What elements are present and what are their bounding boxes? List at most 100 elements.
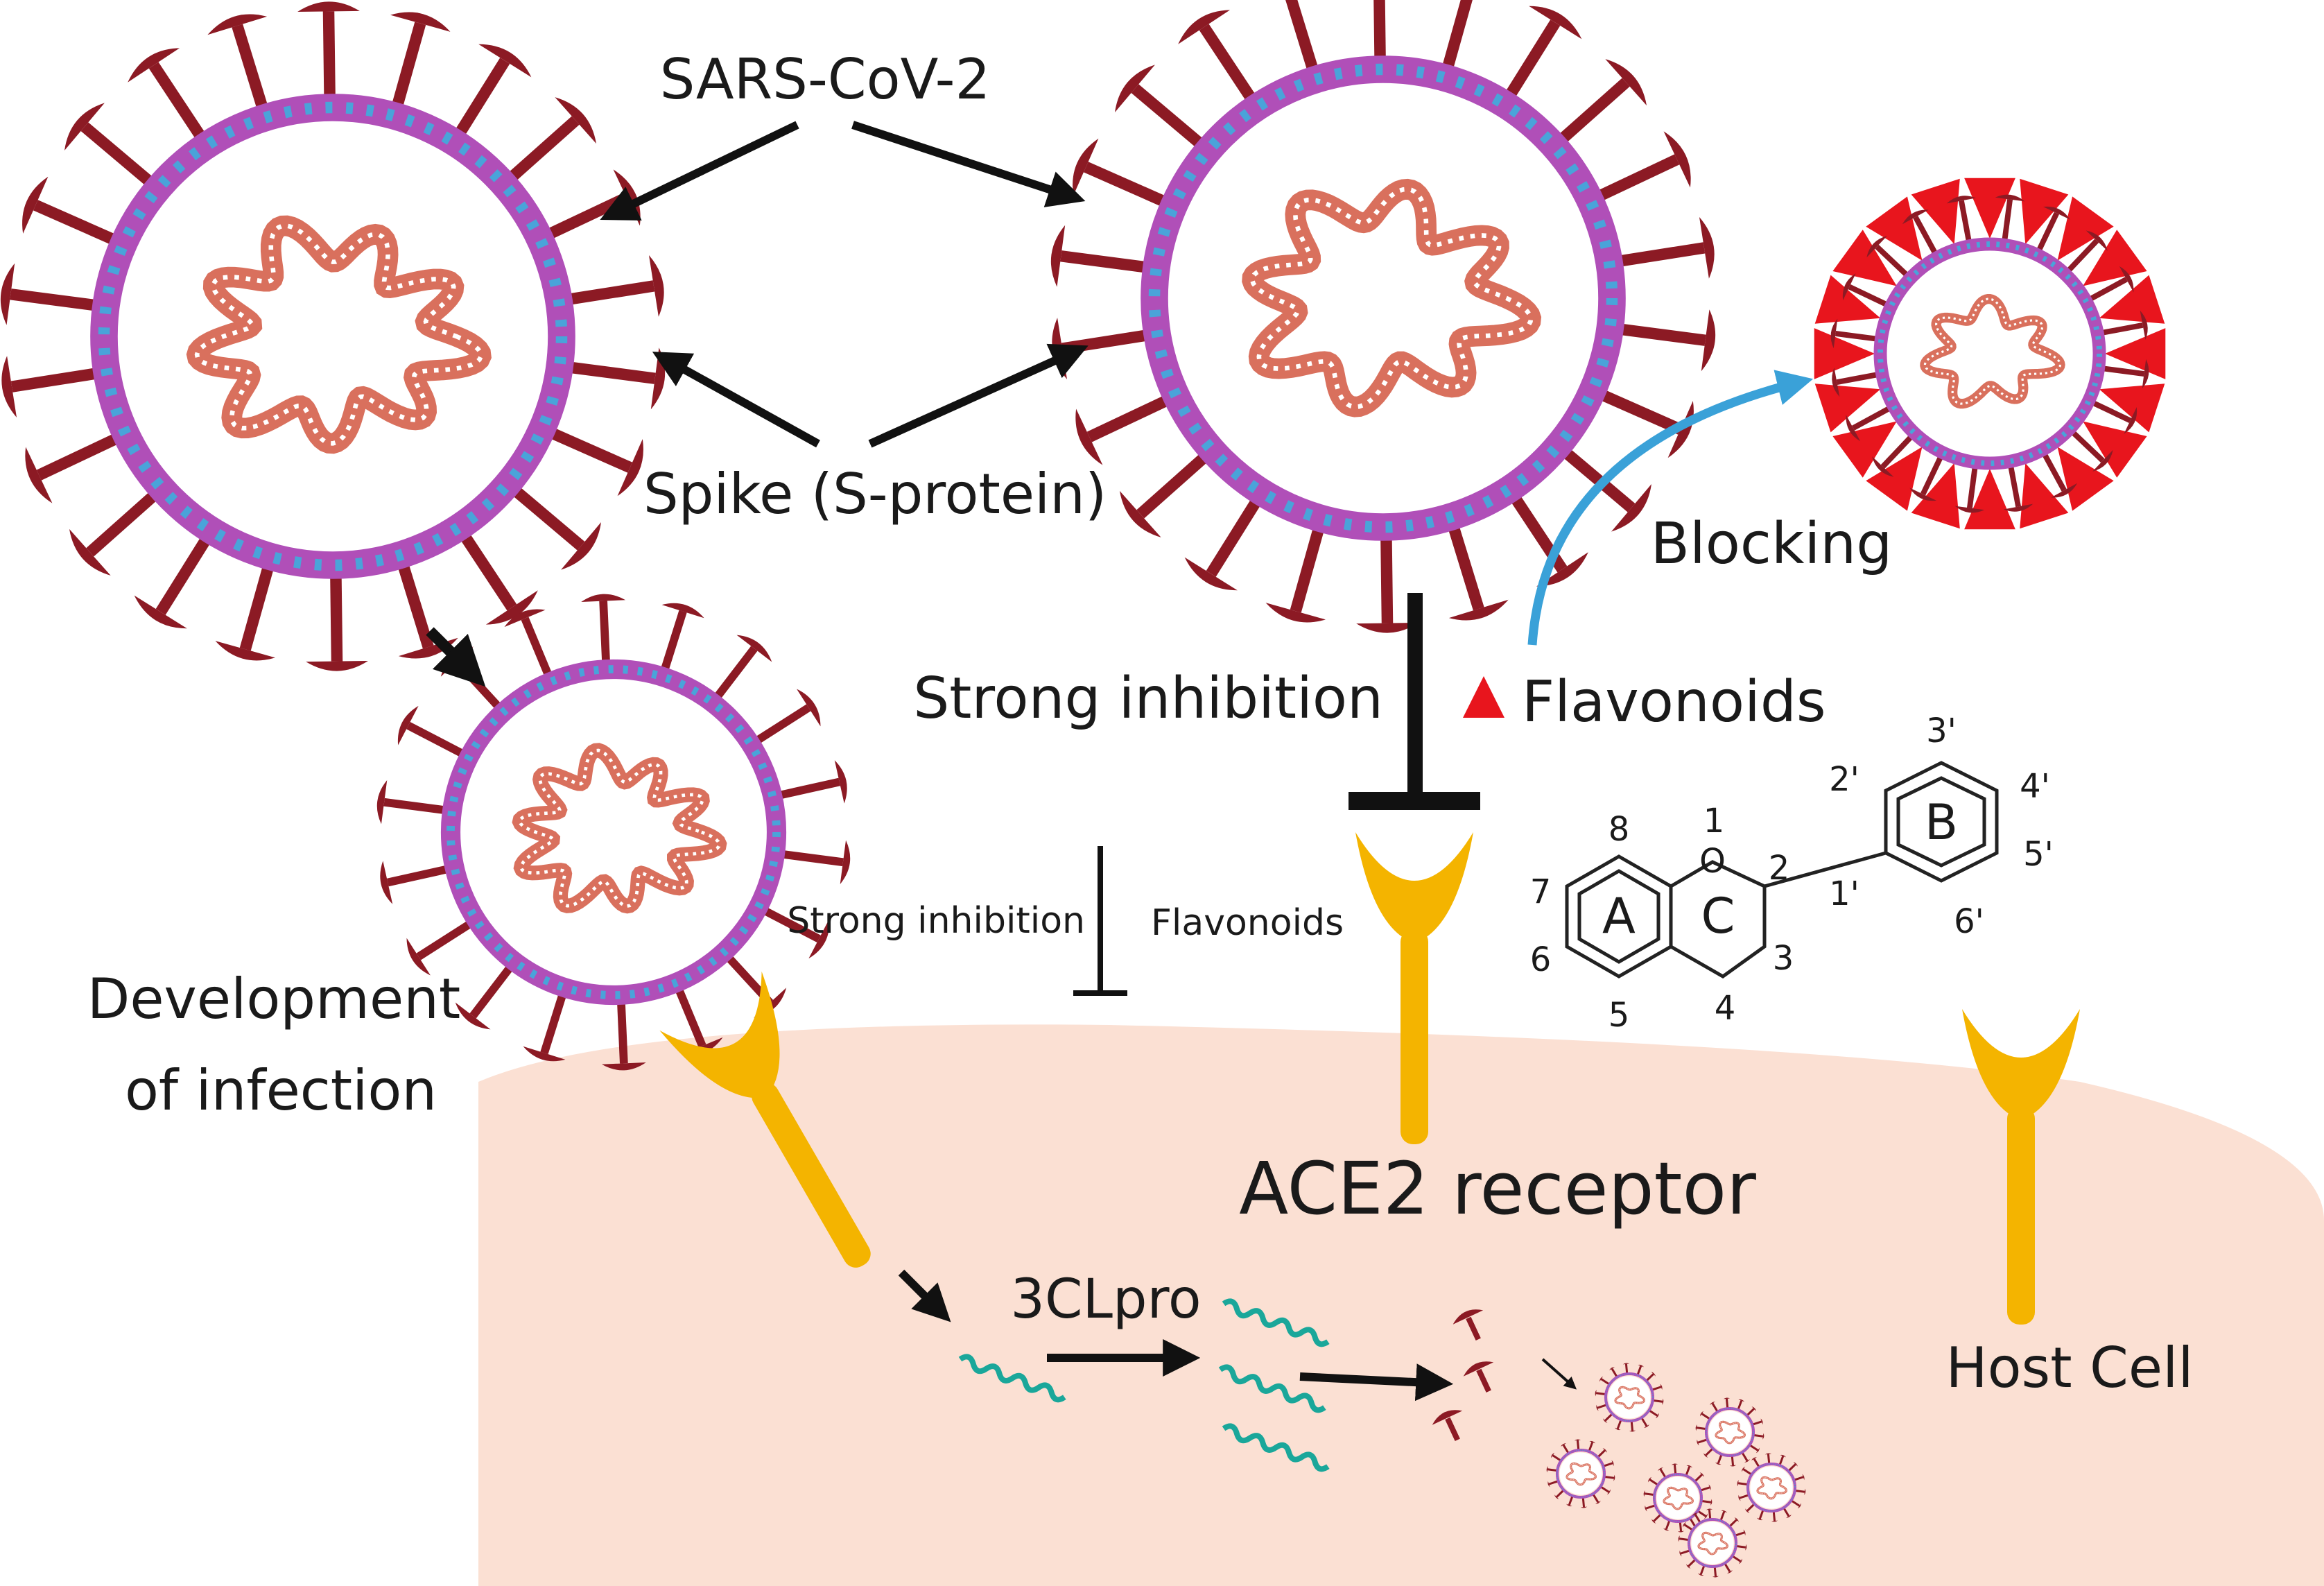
spike-protein: [1556, 1489, 1565, 1498]
spike-head: [1804, 1488, 1806, 1495]
spike-head: [1715, 1462, 1722, 1465]
spike-head: [1638, 1364, 1645, 1368]
spike-protein: [1794, 1489, 1805, 1493]
spike-head: [661, 603, 704, 619]
spike-protein: [155, 527, 217, 615]
spike-protein: [774, 849, 844, 867]
spike-head: [834, 760, 847, 804]
spike-head: [1695, 1424, 1697, 1431]
spike-head: [1706, 1508, 1713, 1510]
spike-protein: [1548, 1480, 1559, 1485]
spike-protein: [1061, 327, 1159, 354]
spike-head: [1756, 1517, 1763, 1521]
spike-head: [1679, 1550, 1682, 1557]
arrow-entry-to-rna: [898, 1269, 951, 1322]
flavonoid-triangle: [2083, 230, 2147, 286]
spike-protein: [1290, 517, 1328, 613]
flavonoid-triangle: [2020, 178, 2069, 245]
spike-head: [1755, 1447, 1760, 1454]
spike-head: [1729, 1465, 1737, 1467]
spike-head: [1712, 1576, 1719, 1578]
position-5prime: 5': [2023, 835, 2054, 874]
spike-protein: [1597, 1449, 1606, 1458]
envelope-proteins: [1148, 63, 1618, 533]
label-strong-inhibition-small: Strong inhibition: [787, 900, 1085, 942]
virus-interior: [1750, 1466, 1793, 1509]
virus-infecting: [376, 594, 851, 1071]
virus-large-right: [1050, 0, 1716, 633]
spike-protein: [449, 58, 510, 146]
spike-protein: [1731, 1555, 1742, 1562]
arrow-sars-to-left-virus: [600, 121, 799, 221]
spike-protein: [416, 916, 479, 960]
spike-head: [1737, 1480, 1739, 1487]
spike-protein: [1380, 526, 1394, 623]
spike-protein: [1083, 162, 1177, 212]
spike-protein: [1742, 1468, 1753, 1476]
spike-head: [1697, 1573, 1704, 1576]
spike-head: [1075, 408, 1103, 465]
position-3: 3: [1773, 939, 1794, 978]
spike-head: [1699, 1472, 1704, 1477]
ring-b-label: B: [1925, 794, 1958, 851]
spike-head: [1115, 64, 1155, 112]
spike-head: [1692, 1512, 1699, 1517]
spike-head: [455, 1002, 491, 1030]
spike-protein: [1576, 1440, 1580, 1451]
virus-interior: [1656, 1476, 1699, 1519]
envelope-proteins: [98, 101, 568, 571]
spike-protein: [2087, 398, 2132, 423]
spike-head: [1742, 1466, 1746, 1472]
receptor-cup: [1962, 1009, 2080, 1120]
rna-fragment: [1222, 1423, 1330, 1472]
spike-head: [297, 1, 360, 12]
spike-head: [134, 595, 187, 629]
spike-protein: [1592, 1493, 1599, 1503]
spike-protein: [1604, 1413, 1613, 1422]
spike-head: [1751, 1457, 1758, 1461]
spike-protein: [33, 200, 126, 250]
spike-protein: [2097, 322, 2144, 336]
spike-protein: [1651, 1386, 1662, 1391]
host-cell-region: [478, 1024, 2324, 1586]
label-blocking: Blocking: [1651, 511, 1893, 577]
spike-protein: [1648, 1409, 1658, 1417]
spike-head: [1651, 1519, 1656, 1524]
spike-protein: [1875, 244, 1913, 281]
spike-protein: [1624, 1363, 1629, 1374]
spike-head: [2085, 230, 2108, 251]
spike-head: [1595, 1390, 1597, 1397]
spike-fragment-head: [1432, 1410, 1463, 1425]
spike-head: [390, 12, 451, 32]
flavonoid-triangle: [2020, 463, 2069, 529]
spike-head: [1721, 1510, 1728, 1513]
flavonoid-triangle: [1866, 196, 1923, 261]
spike-fragment-stem: [1476, 1368, 1491, 1393]
spike-protein: [1562, 1444, 1570, 1454]
bond-c2-c1prime: [1764, 851, 1887, 888]
spike-protein: [2040, 448, 2067, 492]
spike-protein: [1645, 1504, 1656, 1510]
spike-head: [2003, 503, 2034, 512]
spike-head: [69, 528, 111, 576]
spike-protein: [1719, 1511, 1726, 1522]
spike-head: [1683, 1522, 1687, 1528]
spike-head: [1574, 1439, 1581, 1441]
spike-head: [1602, 1448, 1607, 1453]
spike-protein: [1705, 1447, 1714, 1456]
spike-protein: [1688, 1558, 1697, 1567]
ace2-receptors: [659, 832, 2080, 1325]
spike-protein: [1728, 1519, 1737, 1528]
position-6prime: 6': [1954, 902, 1984, 941]
spike-head: [1356, 622, 1419, 633]
spike-protein: [1653, 1513, 1662, 1522]
spike-protein: [2067, 426, 2105, 463]
spike-head: [1677, 1531, 1685, 1533]
spike-head: [736, 635, 772, 662]
spike-head: [1622, 1363, 1630, 1365]
spike-protein: [1640, 1417, 1648, 1427]
spike-protein: [1373, 0, 1387, 70]
spike-head: [561, 522, 601, 570]
position-4: 4: [1715, 989, 1736, 1028]
spike-head: [1643, 1424, 1649, 1428]
